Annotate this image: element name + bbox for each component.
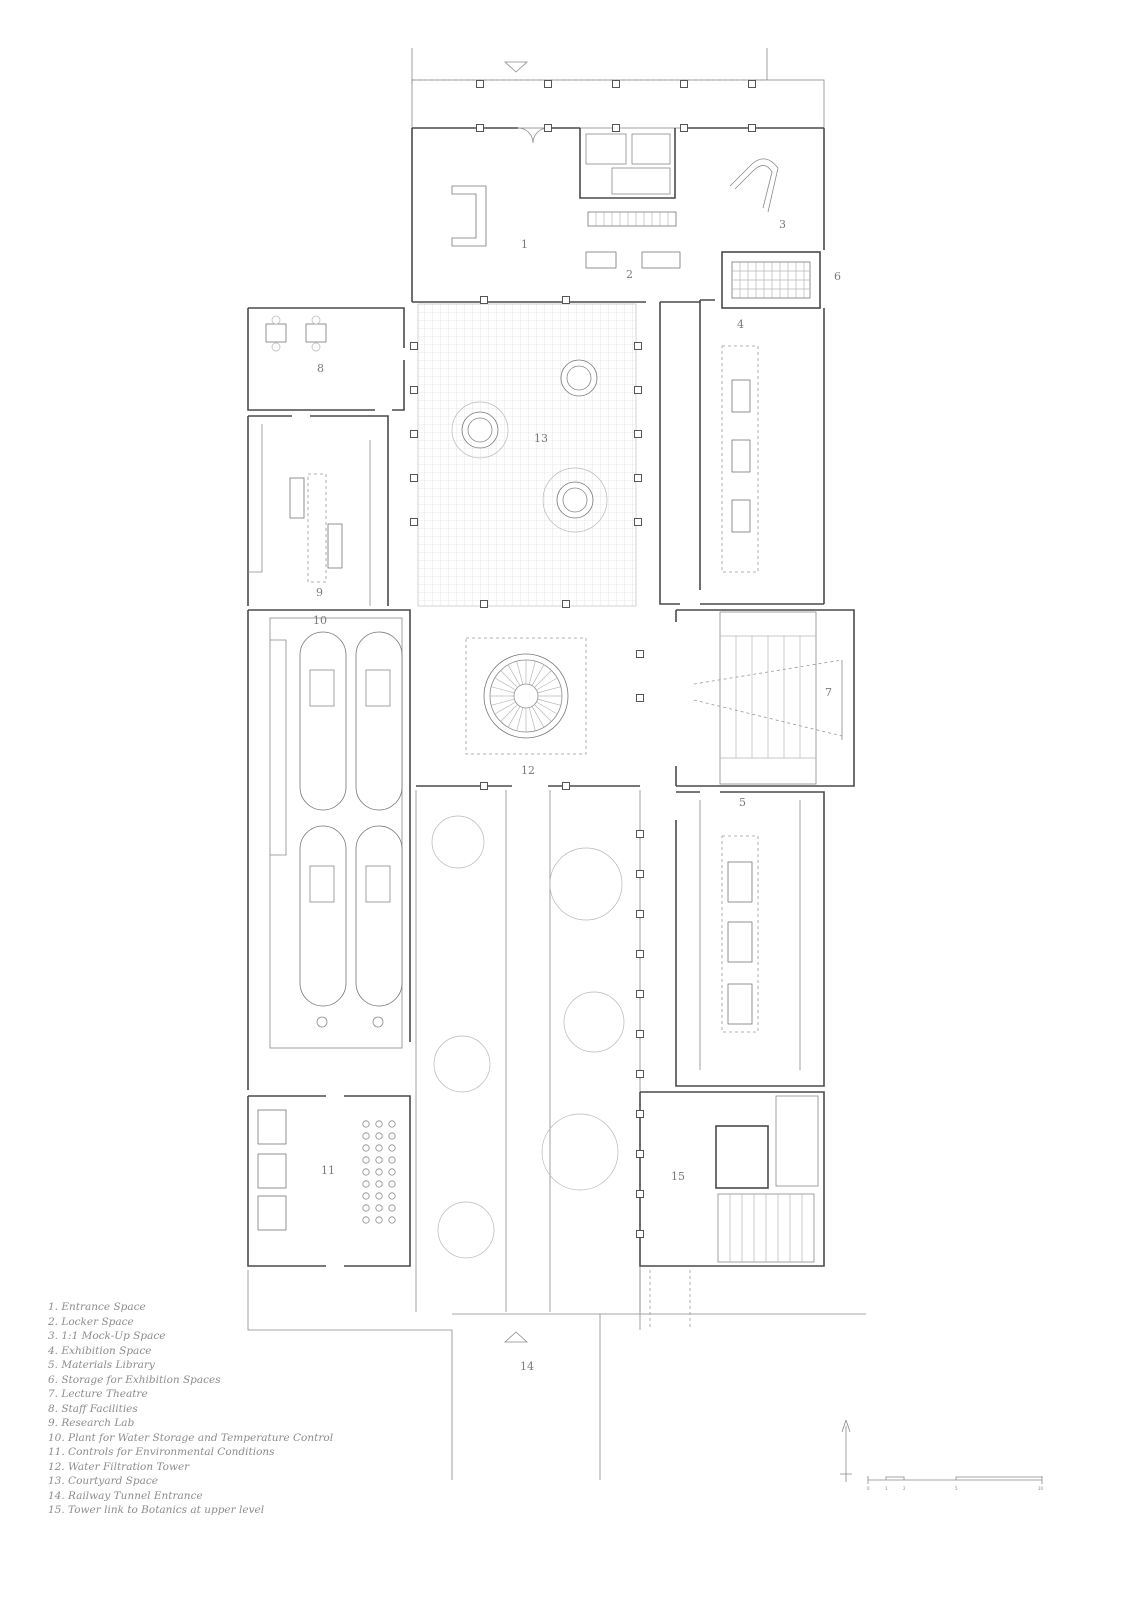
entry-triangle-icon — [503, 1331, 529, 1343]
legend-item: 15. Tower link to Botanics at upper leve… — [48, 1504, 265, 1516]
scale-bar: 0 1 2 5 10 — [867, 1476, 1044, 1491]
courtyard — [417, 303, 637, 607]
legend-item: 5. Materials Library — [48, 1359, 155, 1371]
room-label: 1 — [521, 238, 528, 251]
room-label: 13 — [534, 432, 548, 445]
room-labels: 1 2 3 4 5 6 7 8 9 10 11 12 13 14 15 — [313, 218, 841, 1373]
legend-item: 14. Railway Tunnel Entrance — [48, 1489, 203, 1502]
scale-tick: 5 — [955, 1486, 958, 1491]
lecture-theatre — [675, 609, 855, 787]
legend-item: 12. Water Filtration Tower — [48, 1460, 190, 1473]
materials-library — [675, 791, 825, 1087]
room-label: 2 — [626, 268, 633, 281]
legend-item: 11. Controls for Environmental Condition… — [48, 1446, 275, 1458]
legend-item: 13. Courtyard Space — [48, 1475, 158, 1487]
north-arrow-icon — [840, 1419, 852, 1482]
legend-item: 6. Storage for Exhibition Spaces — [48, 1373, 221, 1386]
room-label: 11 — [321, 1164, 335, 1177]
legend-item: 7. Lecture Theatre — [48, 1388, 148, 1400]
legend-item: 10. Plant for Water Storage and Temperat… — [48, 1431, 334, 1444]
scale-tick: 10 — [1038, 1486, 1044, 1491]
room-label: 6 — [834, 270, 841, 283]
legend: 1. Entrance Space 2. Locker Space 3. 1:1… — [48, 1300, 333, 1518]
room-label: 5 — [739, 796, 746, 809]
tunnel-entrance — [247, 1270, 866, 1480]
room-label: 9 — [316, 586, 323, 599]
filtration-tower — [416, 637, 640, 787]
tower-link — [639, 1091, 825, 1267]
legend-item: 8. Staff Facilities — [48, 1402, 138, 1415]
room-label: 4 — [737, 318, 744, 331]
controls-room — [247, 1095, 411, 1267]
legend-item: 1. Entrance Space — [48, 1301, 146, 1313]
legend-item: 3. 1:1 Mock-Up Space — [48, 1330, 166, 1342]
room-label: 14 — [520, 1360, 534, 1373]
legend-item: 2. Locker Space — [48, 1315, 134, 1328]
legend-item: 4. Exhibition Space — [48, 1344, 152, 1357]
water-plant — [247, 609, 411, 1090]
entry-triangle-icon — [503, 61, 529, 73]
entrance-zone — [411, 48, 825, 303]
room-label: 12 — [521, 764, 535, 777]
room-label: 15 — [671, 1170, 685, 1183]
scale-tick: 2 — [903, 1486, 906, 1491]
room-label: 7 — [825, 686, 832, 699]
legend-item: 9. Research Lab — [48, 1417, 135, 1429]
research-lab — [247, 415, 389, 606]
room-label: 8 — [317, 362, 324, 375]
room-label: 3 — [779, 218, 786, 231]
exhibition-block — [659, 251, 825, 605]
columns — [410, 80, 756, 1238]
room-label: 10 — [313, 614, 327, 627]
scale-tick: 1 — [885, 1486, 888, 1491]
staff-facilities — [247, 307, 405, 411]
garden — [415, 790, 641, 1312]
scale-tick: 0 — [867, 1486, 870, 1491]
